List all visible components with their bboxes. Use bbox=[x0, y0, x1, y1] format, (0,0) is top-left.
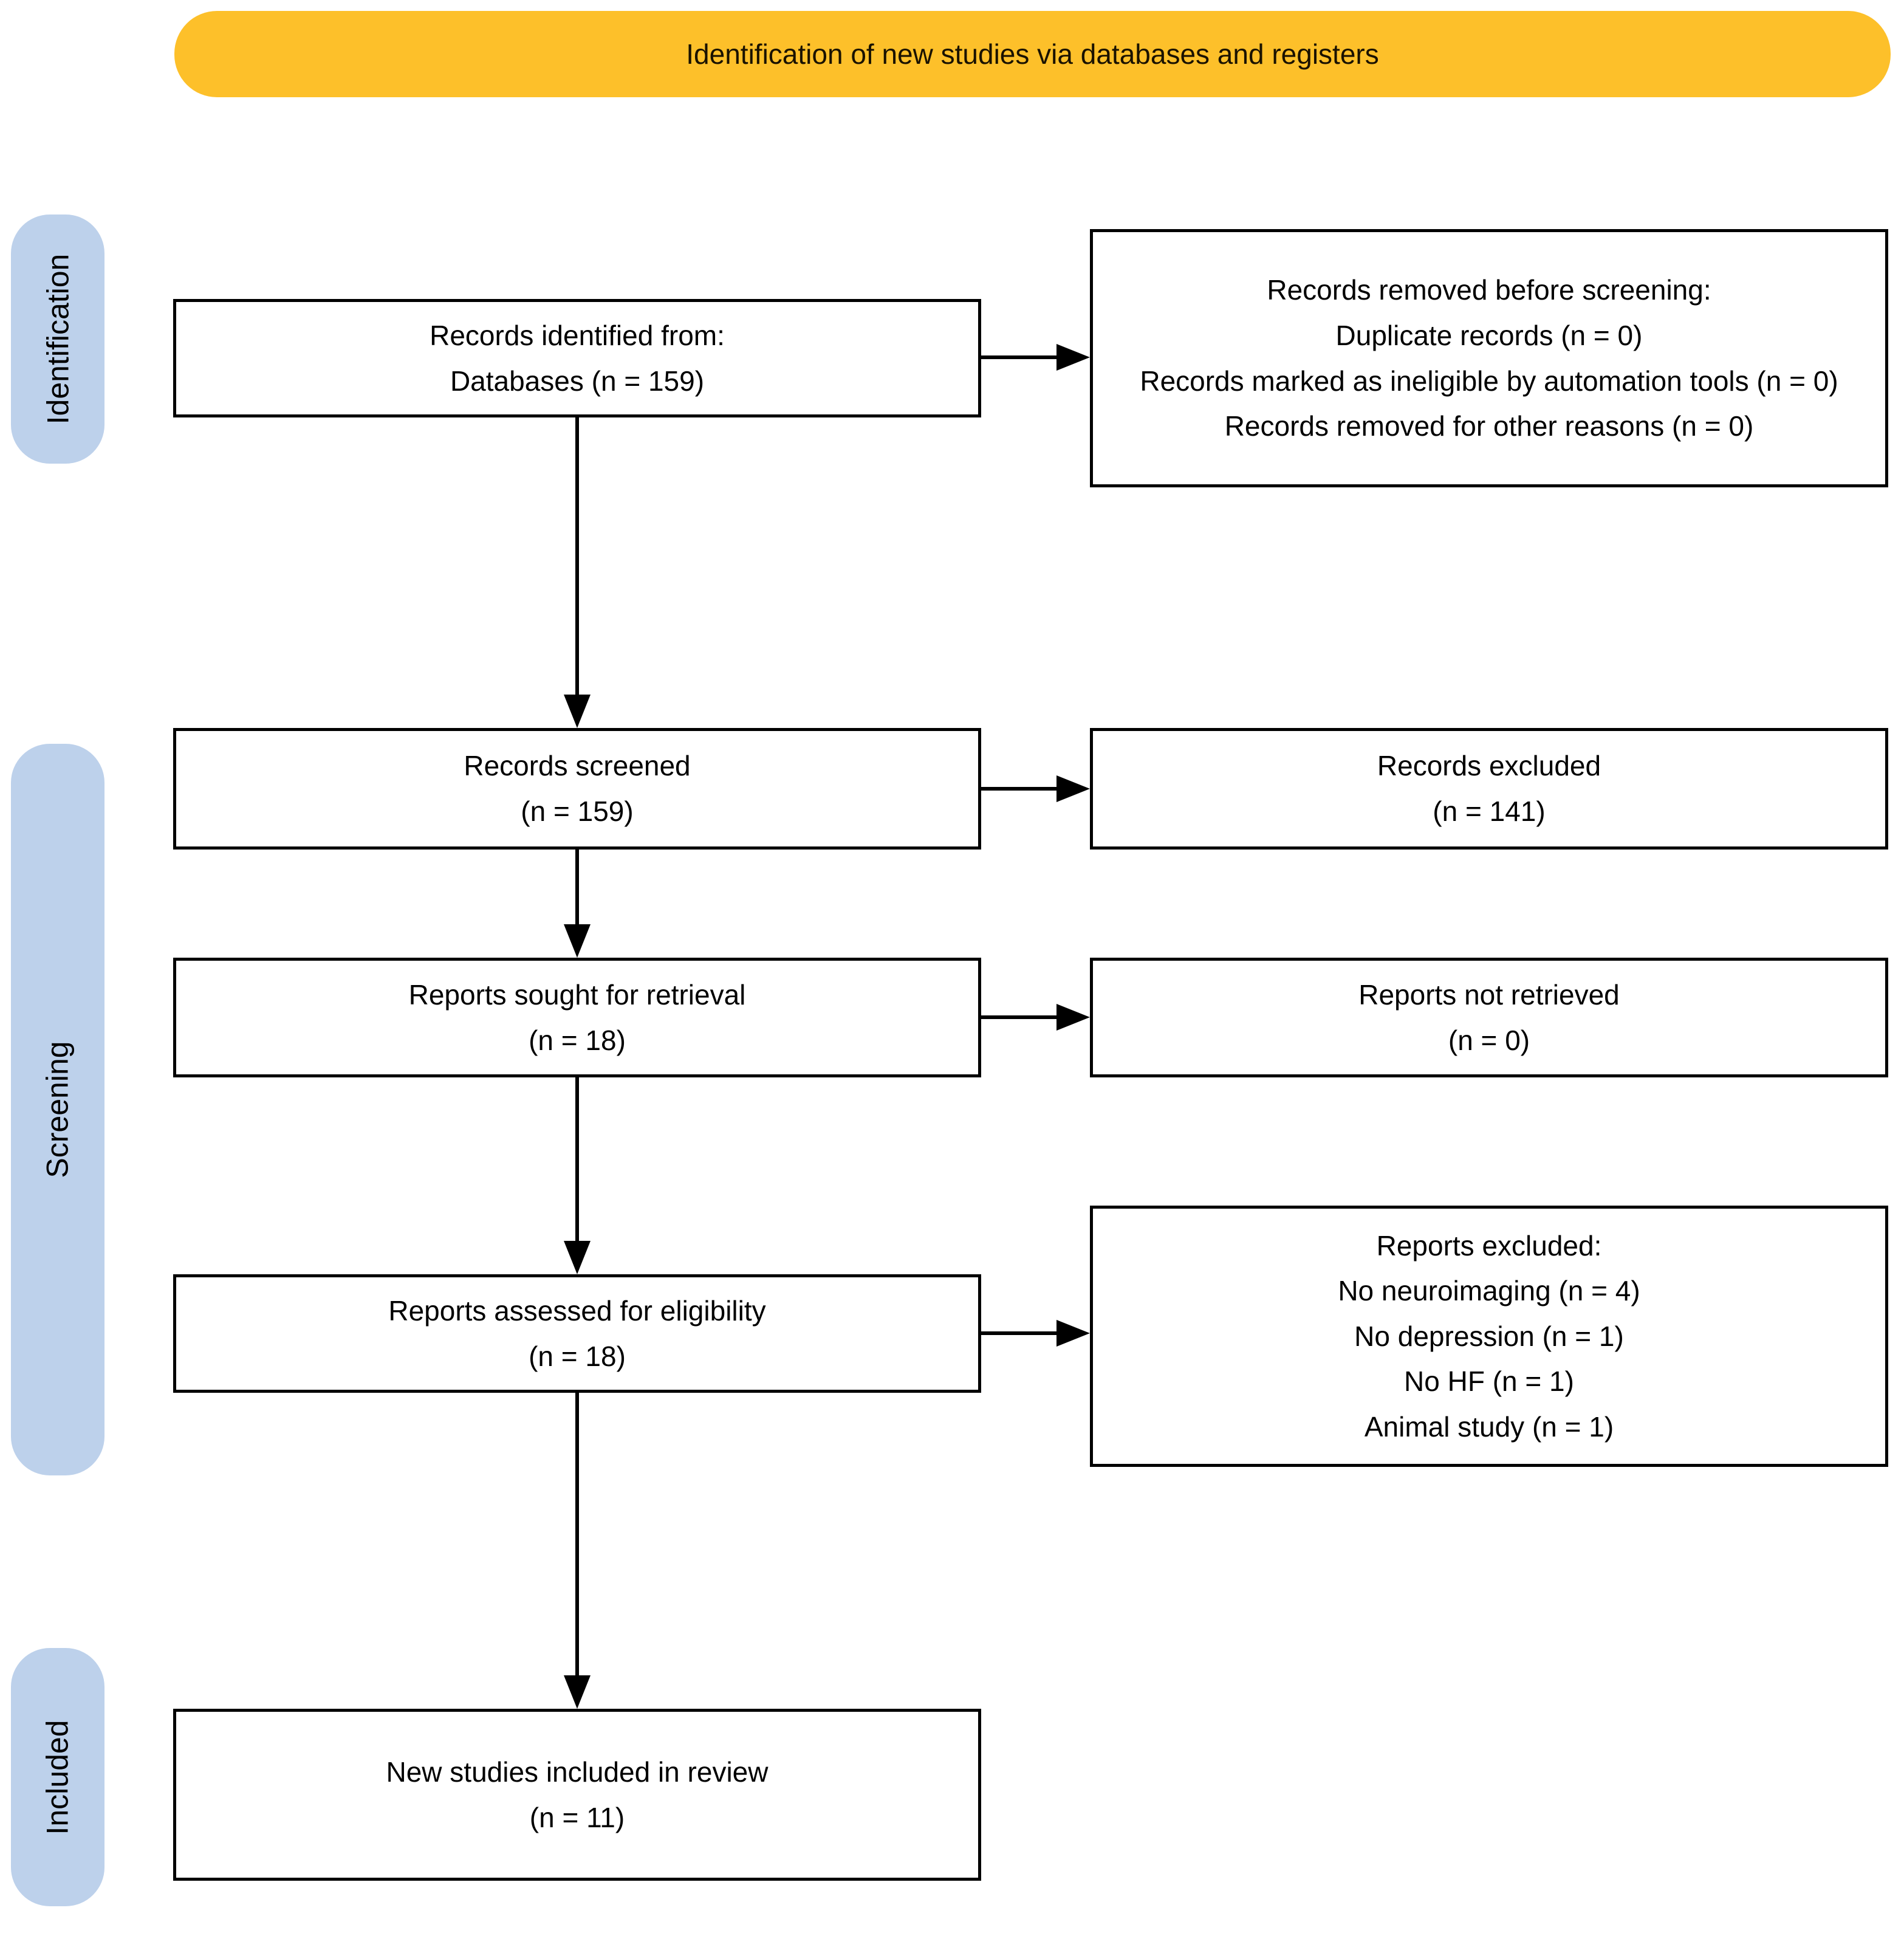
box-reports-excluded-line: No depression (n = 1) bbox=[1354, 1320, 1624, 1352]
box-records-removed: Records removed before screening: Duplic… bbox=[1090, 229, 1888, 487]
stage-screening: Screening bbox=[11, 744, 104, 1475]
box-records-identified-line: Databases (n = 159) bbox=[450, 365, 705, 397]
box-reports-excluded-line: No neuroimaging (n = 4) bbox=[1338, 1275, 1640, 1307]
arrow-identified-to-removed bbox=[981, 344, 1090, 371]
banner-title-label: Identification of new studies via databa… bbox=[686, 38, 1379, 70]
box-records-identified-line: Records identified from: bbox=[430, 319, 725, 351]
box-records-identified: Records identified from: Databases (n = … bbox=[173, 299, 981, 417]
box-reports-not-retrieved: Reports not retrieved (n = 0) bbox=[1090, 958, 1888, 1077]
box-records-screened-line: Records screened bbox=[464, 750, 691, 782]
box-reports-assessed-line: Reports assessed for eligibility bbox=[388, 1294, 766, 1327]
box-records-removed-line: Records removed before screening: bbox=[1267, 274, 1711, 306]
box-reports-excluded-line: Animal study (n = 1) bbox=[1364, 1410, 1614, 1443]
arrow-screened-to-sought bbox=[564, 850, 591, 958]
box-new-studies-included-line: New studies included in review bbox=[386, 1756, 769, 1788]
arrow-screened-to-excluded bbox=[981, 775, 1090, 802]
arrow-identified-to-screened bbox=[564, 417, 591, 728]
arrow-sought-to-not-retrieved bbox=[981, 1004, 1090, 1031]
box-records-screened: Records screened (n = 159) bbox=[173, 728, 981, 850]
box-records-excluded-line: (n = 141) bbox=[1433, 795, 1546, 827]
box-reports-not-retrieved-line: (n = 0) bbox=[1448, 1024, 1530, 1056]
box-records-excluded-line: Records excluded bbox=[1377, 750, 1601, 782]
box-reports-assessed: Reports assessed for eligibility (n = 18… bbox=[173, 1274, 981, 1393]
stage-identification-label: Identification bbox=[41, 253, 75, 425]
arrow-sought-to-assessed bbox=[564, 1077, 591, 1274]
stage-included-label: Included bbox=[41, 1719, 75, 1835]
box-records-excluded: Records excluded (n = 141) bbox=[1090, 728, 1888, 850]
box-reports-not-retrieved-line: Reports not retrieved bbox=[1358, 978, 1620, 1011]
stage-identification: Identification bbox=[11, 215, 104, 464]
box-records-removed-line: Duplicate records (n = 0) bbox=[1335, 319, 1643, 351]
box-reports-assessed-line: (n = 18) bbox=[529, 1340, 626, 1372]
box-reports-sought: Reports sought for retrieval (n = 18) bbox=[173, 958, 981, 1077]
box-reports-excluded-line: No HF (n = 1) bbox=[1404, 1365, 1574, 1398]
arrow-assessed-to-reports-excluded bbox=[981, 1320, 1090, 1347]
banner-title: Identification of new studies via databa… bbox=[174, 11, 1891, 97]
stage-included: Included bbox=[11, 1648, 104, 1906]
arrow-assessed-to-new-studies bbox=[564, 1393, 591, 1709]
box-records-removed-line: Records marked as ineligible by automati… bbox=[1140, 365, 1838, 397]
box-new-studies-included: New studies included in review (n = 11) bbox=[173, 1709, 981, 1881]
box-new-studies-included-line: (n = 11) bbox=[529, 1801, 625, 1833]
stage-screening-label: Screening bbox=[41, 1041, 75, 1178]
box-records-screened-line: (n = 159) bbox=[521, 795, 634, 827]
box-reports-excluded-line: Reports excluded: bbox=[1376, 1229, 1602, 1262]
box-records-removed-line: Records removed for other reasons (n = 0… bbox=[1224, 410, 1754, 442]
box-reports-sought-line: Reports sought for retrieval bbox=[408, 978, 746, 1011]
box-reports-sought-line: (n = 18) bbox=[529, 1024, 626, 1056]
box-reports-excluded: Reports excluded: No neuroimaging (n = 4… bbox=[1090, 1206, 1888, 1467]
